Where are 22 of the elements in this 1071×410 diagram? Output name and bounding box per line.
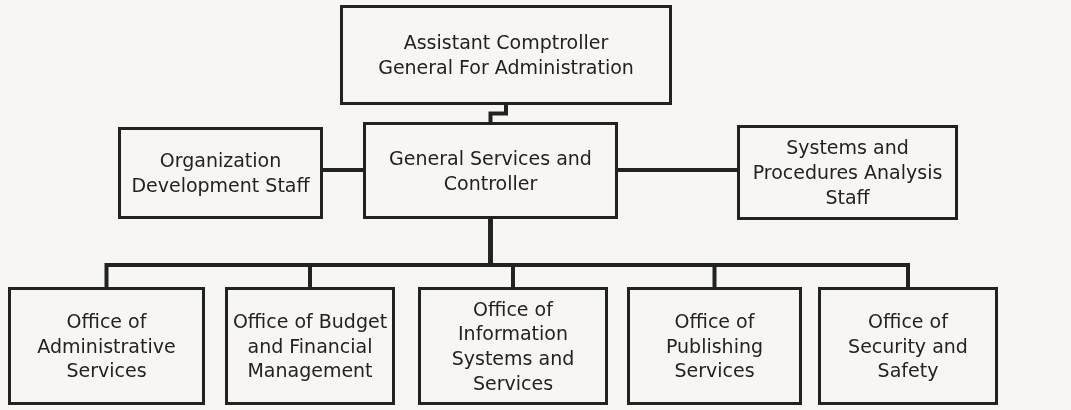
box-label: Organization Development Staff xyxy=(130,148,311,198)
connector-line xyxy=(488,105,508,122)
org-box xyxy=(363,122,618,219)
org-box xyxy=(818,287,998,405)
org-box xyxy=(8,287,205,405)
box-label: Office of Administrative Services xyxy=(36,308,177,384)
org-box xyxy=(737,125,958,220)
box-label: Office of Budget and Financial Management xyxy=(231,308,389,384)
box-label: General Services and Controller xyxy=(388,145,593,196)
org-box xyxy=(340,5,672,105)
box-label: Office of Publishing Services xyxy=(664,308,765,384)
org-box xyxy=(118,127,323,219)
connector-line xyxy=(488,219,910,287)
box-label: Office of Security and Safety xyxy=(847,308,969,384)
org-box xyxy=(627,287,802,405)
box-label: Office of Information Systems and Services xyxy=(450,296,576,396)
org-box xyxy=(418,287,608,405)
box-label: Assistant Comptroller General For Administration xyxy=(377,30,635,80)
connector-line xyxy=(323,168,363,172)
box-label: Systems and Procedures Analysis Staff xyxy=(751,135,944,210)
connector-line xyxy=(618,168,737,172)
org-box xyxy=(225,287,395,405)
